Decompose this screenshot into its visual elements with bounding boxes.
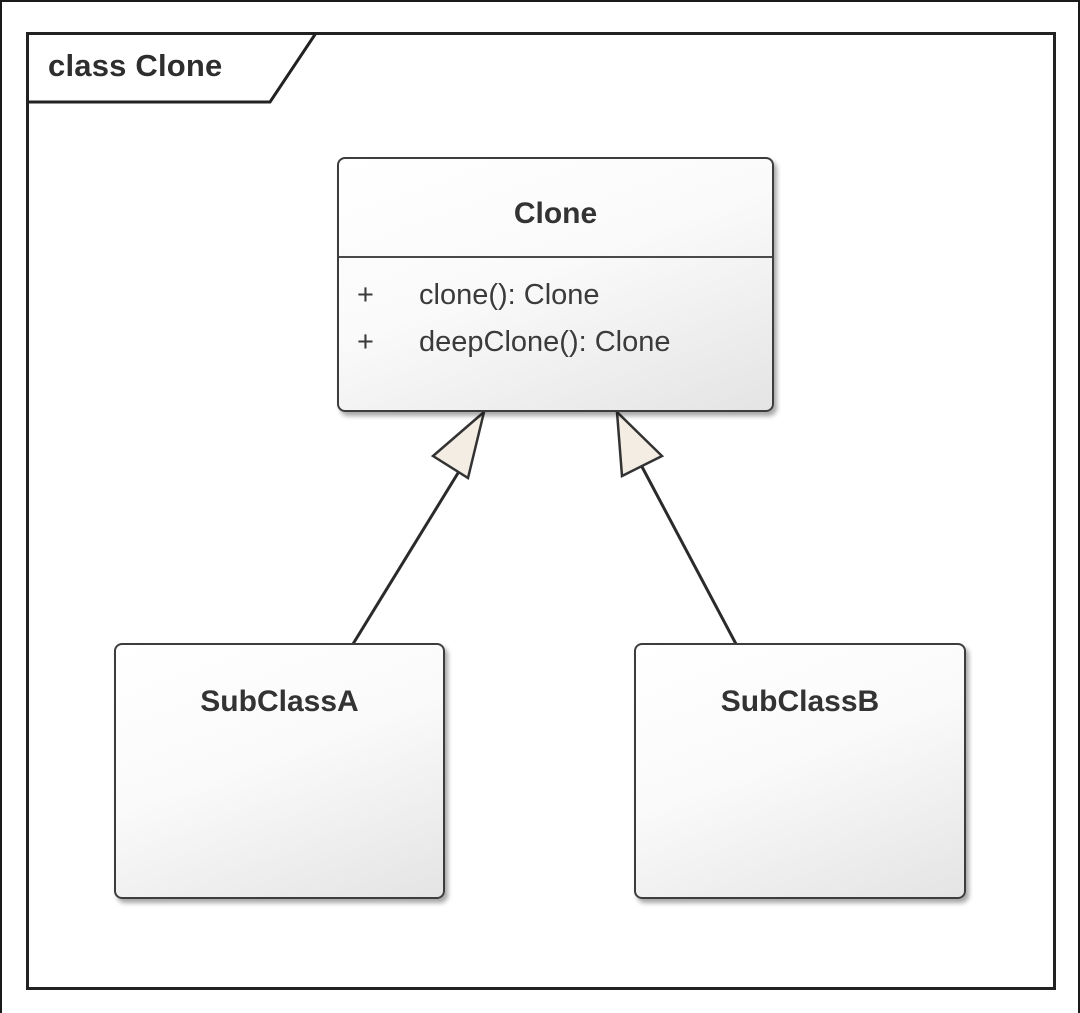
generalization-line-subclass-b[interactable] bbox=[638, 462, 738, 645]
class-name-subclass-b: SubClassB bbox=[720, 685, 880, 718]
class-subclass-b[interactable]: SubClassB bbox=[634, 643, 966, 899]
class-compartment-divider bbox=[339, 256, 772, 258]
operation-visibility: + bbox=[357, 326, 374, 358]
operation-row[interactable]: + deepClone(): Clone bbox=[339, 326, 772, 370]
class-name-subclass-a: SubClassA bbox=[200, 685, 359, 718]
class-subclass-a[interactable]: SubClassA bbox=[114, 643, 445, 899]
screen-edge-right bbox=[1078, 0, 1080, 1013]
screen-edge-top bbox=[0, 0, 1080, 2]
operation-visibility: + bbox=[357, 279, 374, 311]
frame-title: class Clone bbox=[48, 48, 223, 83]
frame-title-tab bbox=[26, 32, 318, 104]
generalization-line-subclass-a[interactable] bbox=[351, 459, 468, 645]
generalization-arrowhead-subclass-b bbox=[615, 408, 665, 478]
operation-signature: clone(): Clone bbox=[419, 279, 600, 311]
generalization-arrowhead-subclass-a bbox=[430, 408, 487, 480]
class-clone[interactable]: Clone + clone(): Clone + deepClone(): Cl… bbox=[337, 157, 774, 412]
class-name-clone: Clone bbox=[513, 197, 598, 230]
operation-signature: deepClone(): Clone bbox=[419, 326, 671, 358]
screen-edge-left bbox=[0, 0, 2, 1013]
operation-row[interactable]: + clone(): Clone bbox=[339, 279, 772, 323]
